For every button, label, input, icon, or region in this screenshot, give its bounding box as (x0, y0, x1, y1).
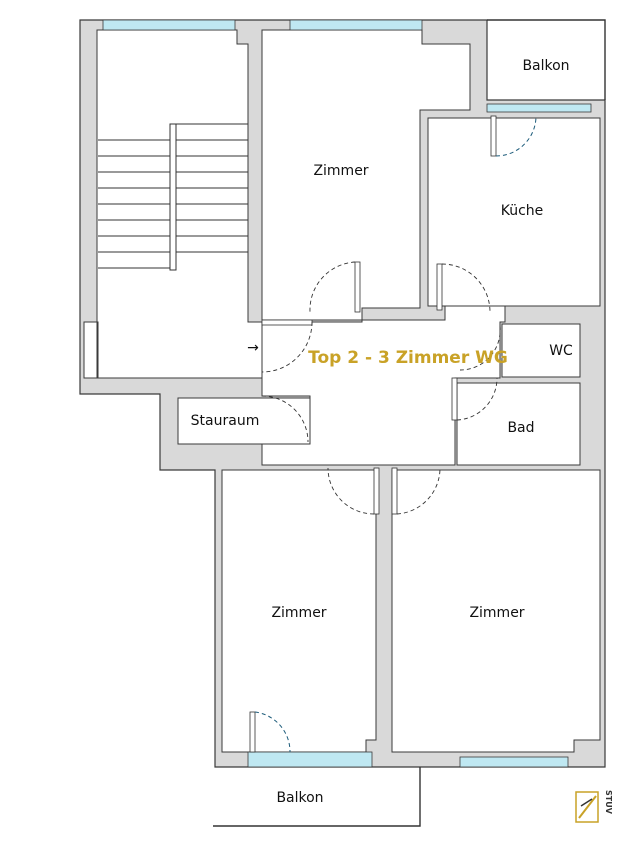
room-labels: Zimmer Balkon Küche WC Bad Stauraum Zimm… (191, 58, 573, 806)
room-zimmer-top (261, 29, 471, 321)
label-kueche: Küche (501, 203, 544, 219)
label-stauraum: Stauraum (191, 413, 260, 429)
room-wc (501, 323, 581, 378)
entry-door (261, 319, 313, 326)
door-zimmer-bottom-right (391, 467, 398, 515)
room-interiors (83, 29, 601, 753)
balconies (213, 19, 606, 827)
staircase (98, 123, 248, 271)
door-balkon-bottom (249, 711, 256, 753)
room-kueche (427, 117, 601, 321)
door-bad (451, 377, 458, 421)
label-wc: WC (549, 343, 573, 359)
room-zimmer-bottom-right (391, 469, 601, 753)
label-zimmer-bottom-right: Zimmer (469, 605, 524, 621)
window-zimmer-bottom-right (459, 756, 569, 768)
stuv-logo-icon: STUV (575, 790, 613, 823)
label-zimmer-top: Zimmer (313, 163, 368, 179)
label-zimmer-bottom-left: Zimmer (271, 605, 326, 621)
room-bad (456, 382, 581, 466)
doors (249, 115, 537, 753)
label-balkon-bottom: Balkon (276, 790, 323, 806)
entry-arrow-icon: → (247, 340, 259, 356)
balcony-top-outline (487, 19, 606, 100)
window-balkon-door (486, 103, 592, 113)
door-balkon (490, 115, 497, 157)
label-bad: Bad (507, 420, 534, 436)
logo-letters: STUV (604, 790, 613, 815)
room-stauraum (177, 397, 311, 445)
door-zimmer-top (354, 261, 361, 313)
balcony-bottom-outline (213, 767, 421, 827)
window-stair (102, 19, 236, 31)
windows (102, 19, 592, 768)
door-kueche (436, 263, 443, 311)
plan-title: Top 2 - 3 Zimmer WG (308, 348, 508, 368)
label-balkon-top: Balkon (522, 58, 569, 74)
window-zimmer-bottom-left (247, 751, 373, 768)
door-zimmer-bottom-left (373, 467, 380, 515)
window-zimmer-top (289, 19, 423, 31)
